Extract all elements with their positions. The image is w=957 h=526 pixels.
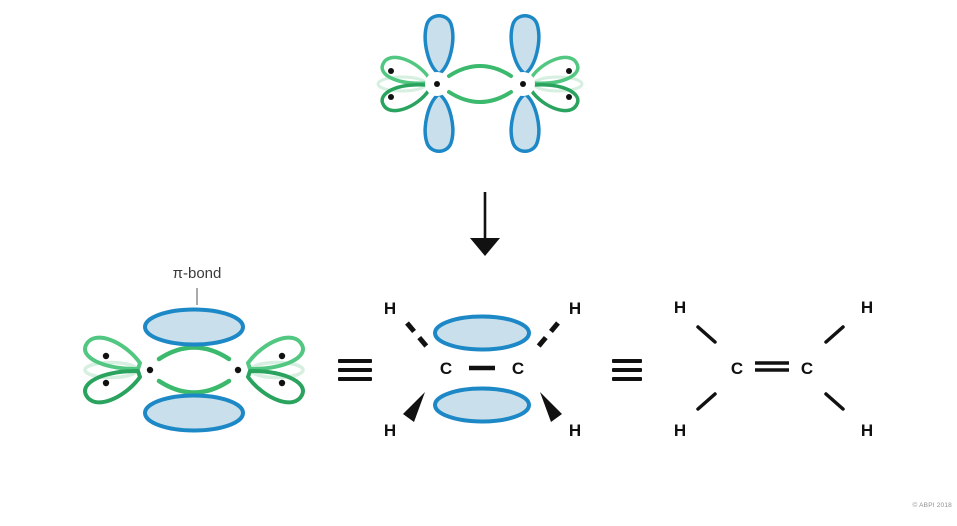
separated-p-orbitals-diagram xyxy=(376,14,584,153)
sp2-orbital-upper-right-icon xyxy=(529,55,580,85)
wedge-bond-bottom-left xyxy=(403,392,425,422)
pi-bond-lobe-top-icon xyxy=(433,314,531,352)
electron-dot xyxy=(434,81,440,87)
sp2-orbital-lower-right-icon xyxy=(246,369,305,405)
pi-bond-lobe-bottom-icon xyxy=(433,386,531,424)
wedge-bond-bottom-right xyxy=(540,392,562,422)
electron-dot xyxy=(520,81,526,87)
pi-bond-leader-line xyxy=(196,288,198,305)
hydrogen-label: H xyxy=(861,298,873,317)
electron-dot xyxy=(102,352,110,360)
sp2-orbital-lower-right-icon xyxy=(529,83,580,113)
ch-bond-bottom-left xyxy=(696,392,717,411)
sp2-orbital-upper-left-icon xyxy=(380,55,431,85)
sp2-orbital-lower-left-icon xyxy=(83,369,142,405)
carbon-label: C xyxy=(512,359,524,378)
equivalence-bar xyxy=(338,377,372,381)
sigma-bond-upper-arc xyxy=(447,64,513,78)
sp2-orbital-upper-left-icon xyxy=(83,335,142,371)
down-arrow-icon xyxy=(470,192,500,256)
equivalence-bar xyxy=(612,368,642,372)
equivalence-symbol: ≡ xyxy=(612,359,642,381)
ch-bond-top-left xyxy=(696,325,717,344)
p-orbital-bottom-right-icon xyxy=(509,91,541,153)
sp2-orbital-upper-right-icon xyxy=(246,335,305,371)
pi-bond-label: π-bond xyxy=(172,265,222,282)
pi-bond-lobe-top-icon xyxy=(143,307,245,347)
sigma-bond-lower-arc xyxy=(156,378,232,395)
sigma-bond-lower-arc xyxy=(447,90,513,104)
hydrogen-label: H xyxy=(384,299,396,318)
ch-bond-bottom-right xyxy=(824,392,845,411)
electron-dot xyxy=(234,366,242,374)
p-orbital-bottom-left-icon xyxy=(423,91,455,153)
hydrogen-label: H xyxy=(569,421,581,440)
carbon-label: C xyxy=(801,359,813,378)
equivalence-bar xyxy=(338,359,372,363)
electron-dot xyxy=(278,352,286,360)
ethene-formula-with-pi-lobes: C C H H H H xyxy=(384,299,581,440)
electron-dot xyxy=(566,68,572,74)
hydrogen-label: H xyxy=(674,298,686,317)
sp2-orbital-lower-left-icon xyxy=(380,83,431,113)
hydrogen-label: H xyxy=(569,299,581,318)
electron-dot xyxy=(278,379,286,387)
hydrogen-label: H xyxy=(384,421,396,440)
equivalence-symbol: ≡ xyxy=(338,359,372,381)
electron-dot xyxy=(388,68,394,74)
hydrogen-label: H xyxy=(674,421,686,440)
dashed-bond-top-left xyxy=(405,321,430,350)
electron-dot xyxy=(388,94,394,100)
ch-bond-top-right xyxy=(824,325,845,344)
sigma-bond-upper-arc xyxy=(156,345,232,362)
electron-dot xyxy=(102,379,110,387)
p-orbital-top-left-icon xyxy=(423,14,455,77)
p-orbital-top-right-icon xyxy=(509,14,541,77)
carbon-label: C xyxy=(440,359,452,378)
copyright-text: © ABPI 2018 xyxy=(912,502,952,509)
carbon-label: C xyxy=(731,359,743,378)
hydrogen-label: H xyxy=(861,421,873,440)
ethene-displayed-formula: C C H H H H xyxy=(674,298,873,440)
dashed-bond-top-right xyxy=(535,321,560,350)
pi-bond-lobe-bottom-icon xyxy=(143,393,245,433)
equivalence-bar xyxy=(612,359,642,363)
equivalence-bar xyxy=(612,377,642,381)
electron-dot xyxy=(146,366,154,374)
electron-dot xyxy=(566,94,572,100)
equivalence-bar xyxy=(338,368,372,372)
pi-bond-orbital-diagram xyxy=(83,307,305,433)
